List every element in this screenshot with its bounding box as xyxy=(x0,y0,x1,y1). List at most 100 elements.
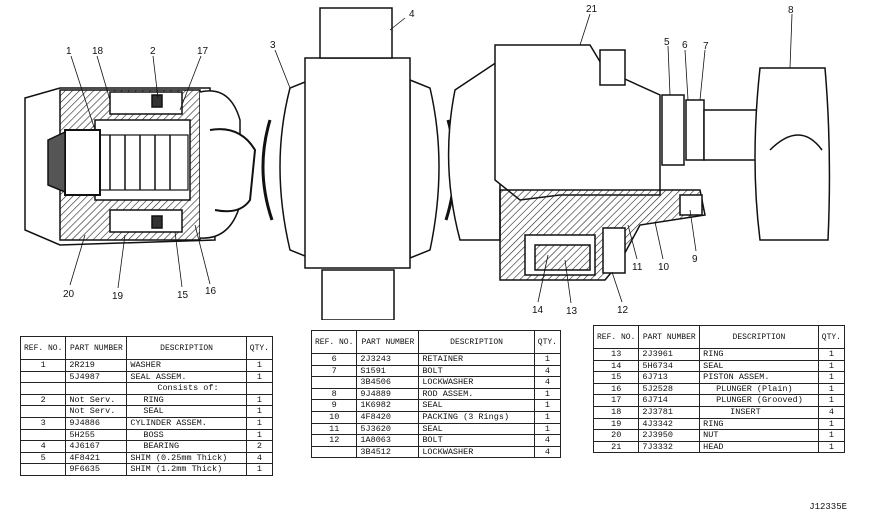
ref-cell: 2 xyxy=(19,393,67,407)
description-cell: SEAL xyxy=(699,359,819,373)
callout-1: 1 xyxy=(66,46,72,57)
ref-cell xyxy=(19,382,67,395)
ref-cell: 3 xyxy=(19,416,67,430)
callout-5: 5 xyxy=(664,37,670,48)
ref-cell xyxy=(310,376,358,389)
part-number-cell: 5H6734 xyxy=(638,359,701,373)
part-number-cell: 9J4886 xyxy=(65,416,128,430)
qty-cell: 1 xyxy=(245,416,274,430)
description-cell: BOLT xyxy=(418,364,535,378)
description-cell: HEAD xyxy=(699,440,819,454)
ref-cell: 14 xyxy=(592,359,640,373)
ref-cell xyxy=(19,405,67,418)
part-number-cell: 7J3332 xyxy=(638,440,701,454)
callout-16: 16 xyxy=(205,286,217,297)
ref-no-header: REF. NO. xyxy=(592,325,640,349)
ref-cell: 11 xyxy=(310,422,358,436)
description-cell: SEAL xyxy=(126,405,247,418)
ref-no-header: REF. NO. xyxy=(310,330,358,354)
qty-cell: 1 xyxy=(245,428,274,442)
description-cell: Consists of: xyxy=(126,382,247,395)
callout-4: 4 xyxy=(409,9,415,20)
callout-17: 17 xyxy=(197,46,209,57)
qty-header: QTY. xyxy=(245,336,274,360)
ref-cell: 19 xyxy=(592,417,640,431)
description-cell: SEAL ASSEM. xyxy=(126,370,247,384)
qty-cell: 4 xyxy=(533,445,562,459)
callout-6: 6 xyxy=(682,40,688,51)
description-cell: RETAINER xyxy=(418,353,535,366)
description-cell: CYLINDER ASSEM. xyxy=(126,416,247,430)
ref-cell: 15 xyxy=(592,371,640,384)
qty-cell: 1 xyxy=(817,382,846,396)
ref-cell xyxy=(19,428,67,442)
callout-13: 13 xyxy=(566,306,578,317)
part-number-cell: 4J3342 xyxy=(638,417,701,431)
qty-header: QTY. xyxy=(817,325,846,349)
callout-18: 18 xyxy=(92,46,104,57)
ref-cell: 10 xyxy=(310,410,358,424)
hydraulic-cylinder-exploded-diagram: 1 18 2 17 3 4 21 5 6 7 8 20 19 15 16 14 … xyxy=(24,4,831,320)
table-row: Consists of: xyxy=(19,382,274,395)
qty-cell: 1 xyxy=(533,353,562,366)
table-header: REF. NO. PART NUMBER DESCRIPTION QTY. xyxy=(310,330,562,354)
qty-cell: 2 xyxy=(245,440,274,453)
ref-cell: 6 xyxy=(310,353,358,366)
qty-cell: 1 xyxy=(817,429,846,442)
qty-cell: 1 xyxy=(817,359,846,373)
qty-cell: 1 xyxy=(817,394,846,407)
part-number-cell: 5J2528 xyxy=(638,382,701,396)
part-number-cell: 2J3950 xyxy=(638,429,701,442)
part-number-cell: 5J3620 xyxy=(356,422,420,436)
description-cell: LOCKWASHER xyxy=(418,376,535,389)
part-number-cell: 2R219 xyxy=(65,359,128,372)
part-number-cell: 2J3243 xyxy=(356,353,420,366)
part-number-cell: 3B4506 xyxy=(356,376,420,389)
description-cell: RING xyxy=(699,348,819,361)
ref-cell: 12 xyxy=(310,434,358,447)
description-header: DESCRIPTION xyxy=(418,330,535,354)
callout-11: 11 xyxy=(632,262,643,273)
ref-no-header: REF. NO. xyxy=(19,336,67,360)
qty-cell: 1 xyxy=(533,387,562,401)
qty-cell: 4 xyxy=(817,405,846,419)
cylinder-head-and-rod xyxy=(447,44,831,281)
callout-9: 9 xyxy=(692,254,698,265)
qty-cell: 1 xyxy=(817,440,846,454)
description-cell: PLUNGER (Plain) xyxy=(699,382,819,396)
callout-12: 12 xyxy=(617,305,629,316)
ref-cell: 7 xyxy=(310,364,358,378)
description-cell: SEAL xyxy=(418,422,535,436)
qty-cell xyxy=(245,382,274,395)
ref-cell: 8 xyxy=(310,387,358,401)
qty-cell: 1 xyxy=(533,422,562,436)
description-header: DESCRIPTION xyxy=(699,325,819,349)
part-number-header: PART NUMBER xyxy=(638,325,701,349)
qty-cell: 1 xyxy=(817,417,846,431)
ref-cell: 13 xyxy=(592,348,640,361)
part-number-cell: Not Serv. xyxy=(65,393,128,407)
parts-table-3: REF. NO. PART NUMBER DESCRIPTION QTY. 13… xyxy=(592,325,846,454)
table-header: REF. NO. PART NUMBER DESCRIPTION QTY. xyxy=(592,325,846,349)
description-cell: SEAL xyxy=(418,399,535,412)
part-number-cell: 6J714 xyxy=(638,394,701,407)
part-number-cell: 2J3781 xyxy=(638,405,701,419)
callout-10: 10 xyxy=(658,262,670,273)
table-header: REF. NO. PART NUMBER DESCRIPTION QTY. xyxy=(19,336,274,360)
